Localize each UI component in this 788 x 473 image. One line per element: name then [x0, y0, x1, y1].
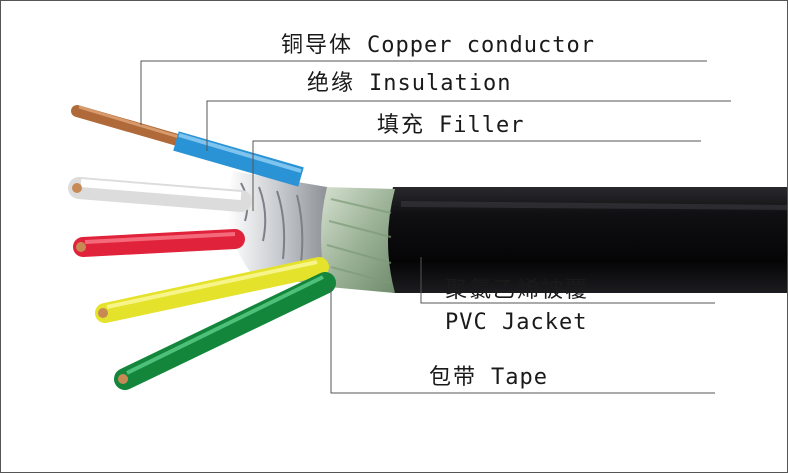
filler-label-en: Filler: [439, 113, 525, 138]
leader-jacket: [420, 257, 715, 304]
insulation-label-zh: 绝缘: [307, 71, 356, 96]
copper-label-en: Copper conductor: [367, 33, 595, 58]
copper-label-zh: 铜导体: [281, 33, 354, 58]
tape-label-en: Tape: [491, 365, 548, 390]
tape-label-zh: 包带: [429, 365, 478, 390]
pvc-jacket-label-en-row: PVC Jacket: [445, 312, 587, 334]
red-core: [73, 229, 245, 257]
copper-conductor-label: 铜导体 Copper conductor: [281, 35, 595, 57]
tape-wrap: [317, 187, 395, 293]
pvc-jacket-label-en: PVC Jacket: [445, 310, 588, 335]
leader-lines: [140, 60, 731, 394]
leader-insulation: [206, 100, 731, 151]
jacket-highlight: [401, 201, 787, 210]
green-core: [114, 272, 336, 390]
white-core: [68, 177, 252, 212]
leader-tape: [330, 287, 715, 394]
copper-conductor: [71, 105, 187, 147]
pvc-jacket-label-zh-row: 聚氯乙烯被覆: [445, 280, 589, 302]
leader-copper: [140, 60, 707, 125]
yellow-core: [95, 257, 329, 323]
blue-core: [173, 131, 304, 187]
insulation-label-en: Insulation: [369, 71, 512, 96]
pvc-jacket: [386, 187, 787, 293]
pvc-jacket-label-zh: 聚氯乙烯被覆: [445, 278, 590, 303]
filler-label: 填充 Filler: [377, 115, 525, 137]
tape-label: 包带 Tape: [429, 367, 548, 389]
insulation-label: 绝缘 Insulation: [307, 73, 511, 95]
leader-filler: [252, 140, 701, 211]
filler-label-zh: 填充: [377, 113, 426, 138]
